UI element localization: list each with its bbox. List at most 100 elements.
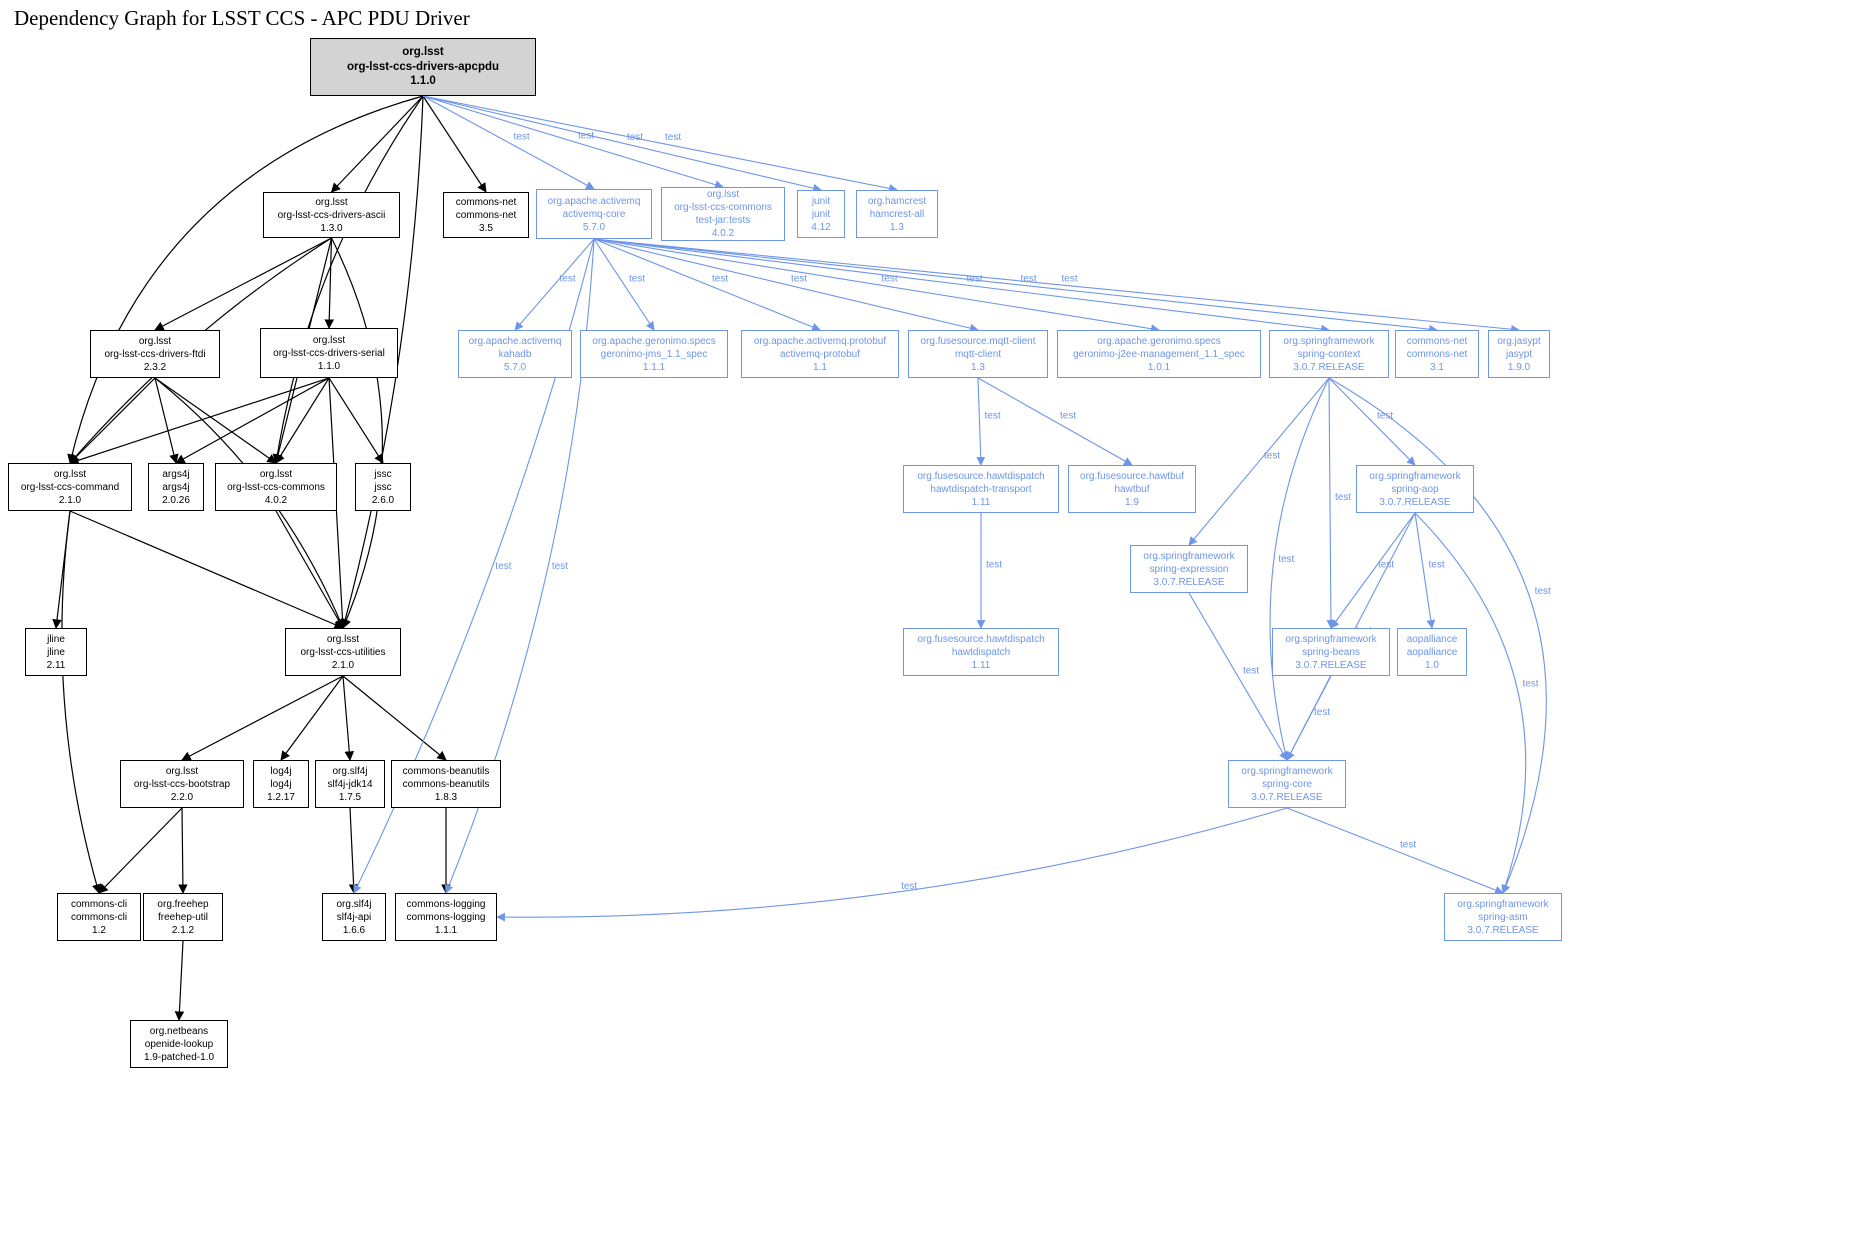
- node-label: 1.1.1: [434, 924, 458, 936]
- node-label: org-lsst-ccs-drivers-ascii: [277, 209, 386, 221]
- edge-lsst_commons-to-utilities: [275, 510, 344, 629]
- node-label: 1.3: [971, 361, 985, 373]
- node-label: test-jar:tests: [695, 215, 751, 226]
- edge-test-label: test: [1021, 274, 1037, 285]
- edge-spring_core-to-commons_logging: [496, 807, 1288, 922]
- edge-ascii-to-serial: [324, 237, 335, 329]
- node-label: org.apache.geronimo.specs: [1097, 335, 1221, 347]
- edge-activemq_core-to-commons_net_31: [593, 238, 1438, 334]
- node-label: spring-core: [1261, 778, 1313, 790]
- node-label: junit: [811, 195, 831, 207]
- node-label: org.apache.geronimo.specs: [592, 335, 716, 347]
- node-label: org.springframework: [1241, 765, 1333, 777]
- node-label: geronimo-jms_1.1_spec: [600, 348, 708, 360]
- edge-spring_expression-to-spring_core: [1188, 592, 1288, 761]
- edge-test-label: test: [1278, 554, 1294, 565]
- edge-utilities-to-slf4j_jdk14: [342, 675, 355, 761]
- node-label: org.lsst: [312, 334, 346, 346]
- node-label: 2.0.26: [162, 494, 190, 506]
- node-label: commons-net: [455, 209, 517, 221]
- node-label: org.fusesource.hawtdispatch: [917, 633, 1045, 645]
- node-label: 5.7.0: [582, 221, 606, 233]
- edge-activemq_core-to-geronimo_jms: [593, 238, 655, 331]
- edge-test-label: test: [578, 131, 594, 142]
- node-label: jline: [47, 633, 65, 645]
- node-label: jasypt: [1505, 348, 1533, 360]
- node-label: org-lsst-ccs-drivers-apcpdu: [346, 60, 500, 73]
- node-label: 2.11: [46, 659, 66, 671]
- node-label: args4j: [162, 481, 190, 493]
- node-label: 3.0.7.RELEASE: [1153, 576, 1225, 588]
- edge-test-label: test: [1378, 560, 1394, 571]
- node-label: activemq-core: [562, 208, 626, 220]
- node-label: openide-lookup: [144, 1038, 214, 1050]
- edge-utilities-to-log4j: [280, 675, 344, 761]
- node-label: org.apache.activemq: [547, 195, 641, 207]
- node-label: 1.2.17: [267, 791, 295, 803]
- node-label: 4.12: [811, 221, 831, 233]
- edge-test-label: test: [629, 274, 645, 285]
- edge-activemq_core-to-kahadb: [514, 238, 595, 331]
- edge-test-label: test: [560, 274, 576, 285]
- node-label: org.lsst: [706, 189, 740, 200]
- edge-ascii-to-ftdi: [154, 237, 332, 331]
- edge-ftdi-to-lsst_commons: [154, 377, 277, 464]
- node-label: 1.9: [1125, 496, 1139, 508]
- node-label: commons-beanutils: [402, 778, 490, 790]
- node-label: 3.0.7.RELEASE: [1293, 361, 1365, 373]
- node-label: 1.9.0: [1507, 361, 1531, 373]
- edge-spring_aop-to-spring_beans: [1330, 512, 1416, 629]
- edge-test-label: test: [882, 274, 898, 285]
- node-label: org-lsst-ccs-utilities: [300, 646, 386, 658]
- edge-mqtt_client-to-hawt_transport: [976, 377, 986, 466]
- edge-spring_aop-to-aopalliance: [1414, 512, 1436, 629]
- edge-test-label: test: [514, 132, 530, 143]
- node-label: org-lsst-ccs-bootstrap: [133, 778, 231, 790]
- node-label: 3.1: [1430, 361, 1444, 373]
- edge-freehep_util-to-openide: [174, 940, 185, 1021]
- node-label: 1.1.0: [317, 360, 341, 372]
- node-label: aopalliance: [1406, 633, 1458, 645]
- node-label: org.slf4j: [332, 765, 368, 777]
- edge-test-label: test: [552, 561, 568, 572]
- edge-apcpdu-to-commons_net_35: [422, 95, 487, 193]
- edge-activemq_core-to-spring_context: [593, 238, 1330, 334]
- node-label: 1.0: [1425, 659, 1439, 671]
- node-label: org.netbeans: [149, 1025, 209, 1037]
- edge-test-label: test: [1264, 451, 1280, 462]
- node-label: 2.1.0: [331, 659, 355, 671]
- edge-ftdi-to-command: [69, 377, 156, 464]
- node-label: commons-beanutils: [402, 765, 490, 777]
- node-label: commons-logging: [406, 911, 486, 923]
- edge-test-label: test: [1243, 666, 1259, 677]
- edge-ftdi-to-args4j: [154, 377, 179, 464]
- node-label: 1.2: [92, 924, 106, 936]
- node-label: org.apache.activemq.protobuf: [753, 335, 887, 347]
- node-label: hawtdispatch-transport: [930, 483, 1032, 495]
- node-label: 2.1.2: [171, 924, 195, 936]
- edge-test-label: test: [1062, 274, 1078, 285]
- node-label: org.lsst: [259, 468, 293, 480]
- edge-test-label: test: [986, 560, 1002, 571]
